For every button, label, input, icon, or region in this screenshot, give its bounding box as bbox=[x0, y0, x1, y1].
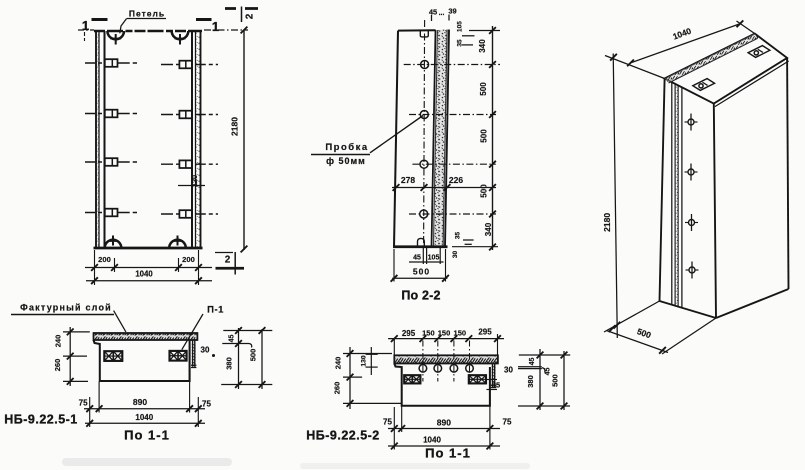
svg-text:340: 340 bbox=[478, 39, 487, 53]
svg-text:35: 35 bbox=[455, 232, 462, 240]
svg-text:...: ... bbox=[439, 10, 445, 17]
svg-text:340: 340 bbox=[484, 222, 493, 236]
svg-text:75: 75 bbox=[202, 400, 211, 409]
svg-text:120: 120 bbox=[190, 175, 199, 187]
svg-text:30: 30 bbox=[504, 366, 513, 375]
svg-text:2: 2 bbox=[245, 13, 256, 19]
svg-text:45: 45 bbox=[413, 255, 421, 262]
svg-text:240: 240 bbox=[53, 335, 62, 348]
svg-text:39: 39 bbox=[448, 7, 456, 16]
svg-text:295: 295 bbox=[478, 328, 492, 337]
svg-text:НБ-9.22.5-2: НБ-9.22.5-2 bbox=[306, 429, 380, 443]
svg-text:890: 890 bbox=[437, 418, 451, 428]
svg-text:45: 45 bbox=[545, 368, 552, 376]
svg-text:105: 105 bbox=[428, 255, 440, 262]
svg-text:По 1-1: По 1-1 bbox=[124, 428, 170, 443]
svg-text:500: 500 bbox=[249, 349, 258, 362]
svg-text:НБ-9.22.5-1: НБ-9.22.5-1 bbox=[4, 413, 78, 427]
svg-text:240: 240 bbox=[334, 357, 343, 370]
svg-text:890: 890 bbox=[133, 397, 147, 407]
svg-text:ф 50мм: ф 50мм bbox=[326, 156, 366, 166]
svg-text:По 2-2: По 2-2 bbox=[401, 289, 440, 303]
svg-text:226: 226 bbox=[449, 175, 463, 185]
svg-text:75: 75 bbox=[79, 399, 88, 408]
svg-text:35: 35 bbox=[457, 39, 464, 47]
svg-text:295: 295 bbox=[402, 329, 416, 338]
svg-text:1: 1 bbox=[212, 19, 219, 34]
svg-text:Фактурный слой: Фактурный слой bbox=[20, 303, 112, 313]
svg-text:1040: 1040 bbox=[423, 436, 441, 445]
svg-text:По 1-1: По 1-1 bbox=[425, 446, 471, 461]
svg-text:П-1: П-1 bbox=[207, 305, 224, 316]
svg-text:500: 500 bbox=[636, 326, 653, 340]
svg-text:2180: 2180 bbox=[230, 117, 240, 136]
svg-text:2180: 2180 bbox=[602, 213, 612, 232]
svg-text:200: 200 bbox=[182, 255, 195, 264]
svg-text:75: 75 bbox=[383, 418, 392, 427]
svg-text:200: 200 bbox=[98, 255, 111, 264]
svg-text:45: 45 bbox=[529, 358, 536, 366]
svg-text:105: 105 bbox=[457, 21, 464, 32]
svg-text:75: 75 bbox=[503, 418, 512, 427]
svg-text:1040: 1040 bbox=[135, 413, 153, 422]
svg-text:30: 30 bbox=[452, 251, 459, 259]
svg-text:45: 45 bbox=[229, 335, 236, 343]
svg-text:380: 380 bbox=[526, 375, 535, 388]
svg-text:380: 380 bbox=[225, 357, 234, 370]
svg-text:260: 260 bbox=[333, 382, 342, 395]
svg-text:45: 45 bbox=[429, 8, 437, 17]
svg-text:260: 260 bbox=[53, 359, 62, 372]
svg-text:Пробка: Пробка bbox=[325, 142, 368, 153]
svg-text:150: 150 bbox=[438, 329, 451, 338]
svg-text:130: 130 bbox=[360, 355, 367, 367]
svg-text:35: 35 bbox=[492, 381, 500, 390]
svg-text:278: 278 bbox=[401, 175, 415, 185]
svg-text:30: 30 bbox=[201, 346, 210, 355]
svg-text:150: 150 bbox=[454, 329, 467, 338]
svg-text:150: 150 bbox=[422, 329, 435, 338]
svg-text:500: 500 bbox=[480, 129, 489, 143]
svg-text:500: 500 bbox=[551, 374, 560, 387]
svg-text:Петель: Петель bbox=[129, 9, 165, 19]
svg-text:2: 2 bbox=[225, 255, 231, 266]
svg-text:500: 500 bbox=[479, 82, 488, 96]
svg-text:1040: 1040 bbox=[135, 270, 153, 279]
svg-text:500: 500 bbox=[480, 184, 489, 198]
svg-text:1: 1 bbox=[82, 18, 89, 33]
svg-text:500: 500 bbox=[413, 267, 430, 277]
